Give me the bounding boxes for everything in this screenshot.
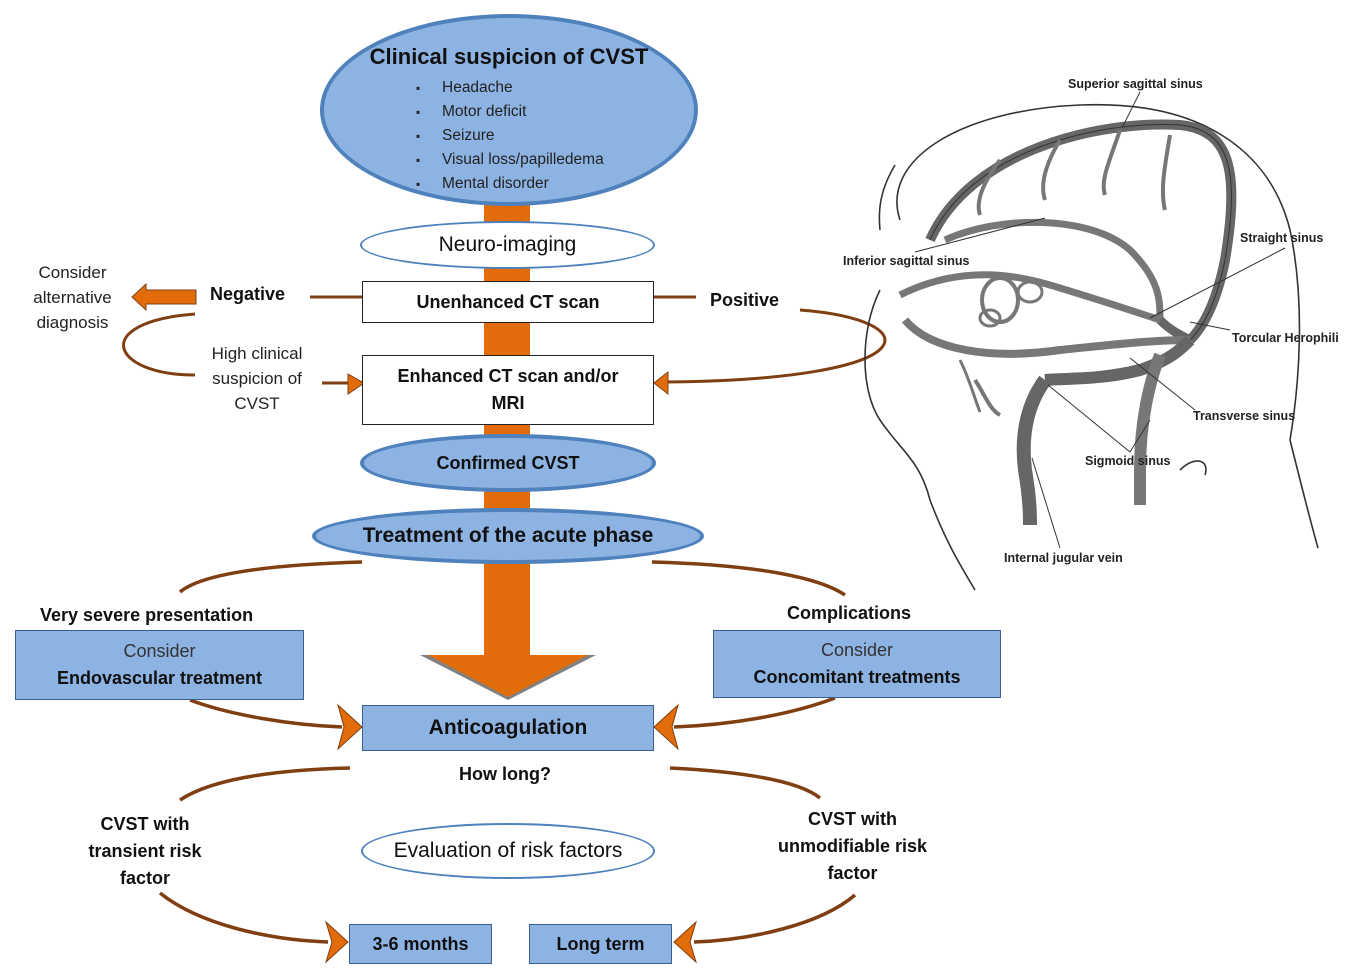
symptom-item: Visual loss/papilledema xyxy=(416,148,604,172)
alternative-arrow xyxy=(131,282,197,312)
unmodifiable-risk-label: CVST with unmodifiable risk factor xyxy=(777,809,928,883)
short-term-arrow xyxy=(325,920,349,964)
label-straight-sinus: Straight sinus xyxy=(1240,231,1323,245)
down-arrow-head xyxy=(428,655,588,697)
label-torcular: Torcular Herophili xyxy=(1232,331,1339,345)
symptom-list: Headache Motor deficit Seizure Visual lo… xyxy=(416,76,604,196)
label-transverse: Transverse sinus xyxy=(1193,409,1295,423)
positive-label: Positive xyxy=(710,290,780,310)
symptom-item: Motor deficit xyxy=(416,100,604,124)
unenhanced-ct-node: Unenhanced CT scan xyxy=(362,281,654,323)
label-superior-sagittal: Superior sagittal sinus xyxy=(1068,77,1203,91)
venous-sinus-illustration xyxy=(864,103,1319,591)
long-term-node: Long term xyxy=(529,924,672,964)
acute-treatment-node: Treatment of the acute phase xyxy=(312,508,704,564)
risk-evaluation-node: Evaluation of risk factors xyxy=(361,823,655,879)
endovascular-node: Consider Endovascular treatment xyxy=(15,630,304,700)
concomitant-arrow xyxy=(653,703,679,751)
anatomy-pointers xyxy=(914,91,1286,549)
clinical-suspicion-title: Clinical suspicion of CVST xyxy=(369,44,649,69)
symptom-item: Seizure xyxy=(416,124,604,148)
symptom-item: Mental disorder xyxy=(416,172,604,196)
anticoagulation-node: Anticoagulation xyxy=(362,705,654,751)
label-jugular: Internal jugular vein xyxy=(1004,551,1123,565)
complications-label: Complications xyxy=(787,603,912,623)
positive-loop xyxy=(663,308,887,384)
how-long-label: How long? xyxy=(459,764,551,784)
neuro-imaging-node: Neuro-imaging xyxy=(360,221,655,269)
high-suspicion-label: High clinical suspicion of CVST xyxy=(211,344,303,413)
clinical-suspicion-node: Clinical suspicion of CVST Headache Moto… xyxy=(320,14,698,206)
high-suspicion-arrow xyxy=(347,373,365,395)
severe-presentation-label: Very severe presentation xyxy=(40,605,254,625)
enhanced-ct-node: Enhanced CT scan and/or MRI xyxy=(362,355,654,425)
symptom-item: Headache xyxy=(416,76,604,100)
negative-loop xyxy=(122,312,196,377)
negative-label: Negative xyxy=(210,284,286,304)
alternative-diagnosis-label: Consider alternative diagnosis xyxy=(33,263,112,332)
endovascular-arrow xyxy=(337,703,363,751)
long-term-arrow xyxy=(673,920,697,964)
confirmed-cvst-node: Confirmed CVST xyxy=(360,434,656,492)
concomitant-node: Consider Concomitant treatments xyxy=(713,630,1001,698)
label-sigmoid: Sigmoid sinus xyxy=(1085,454,1170,468)
label-inferior-sagittal: Inferior sagittal sinus xyxy=(843,254,969,268)
short-term-node: 3-6 months xyxy=(349,924,492,964)
positive-arrow xyxy=(653,370,669,396)
transient-risk-label: CVST with transient risk factor xyxy=(88,814,202,888)
